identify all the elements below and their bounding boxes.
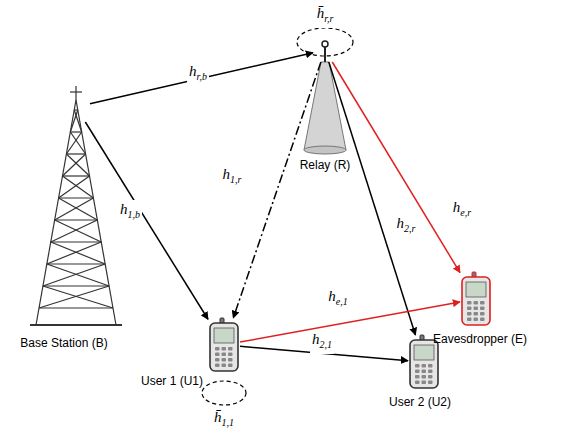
device-label: User 1 (U1) bbox=[141, 374, 203, 388]
base-station: Base Station (B) bbox=[62, 92, 90, 122]
device-label: Eavesdropper (E) bbox=[433, 332, 527, 346]
relay-pole-base bbox=[304, 146, 346, 154]
channel-label: he,r bbox=[451, 198, 473, 222]
relay-node: Relay (R) bbox=[313, 38, 337, 62]
channel-label: h1,r bbox=[221, 165, 244, 189]
eavesdropper-phone: Eavesdropper (E) bbox=[460, 272, 492, 326]
channel-link bbox=[85, 122, 208, 319]
relay-self-loop bbox=[297, 28, 353, 56]
channel-link bbox=[240, 302, 460, 342]
base-station-tower bbox=[30, 86, 122, 325]
channel-label: h1,b bbox=[118, 200, 142, 224]
device-label: User 2 (U2) bbox=[389, 395, 451, 409]
phone-icon bbox=[208, 318, 240, 372]
channel-link bbox=[90, 53, 313, 104]
channel-label: h2,1 bbox=[310, 330, 334, 354]
channel-label: he,1 bbox=[326, 287, 349, 311]
channel-link bbox=[233, 62, 321, 318]
self-interference-label: h̄1,1 bbox=[212, 408, 236, 431]
phone-icon bbox=[460, 272, 492, 326]
user-phone: User 1 (U1) bbox=[208, 318, 240, 372]
user1-self-loop bbox=[202, 381, 246, 405]
channel-label: h2,r bbox=[395, 214, 418, 238]
device-label: Base Station (B) bbox=[20, 336, 107, 350]
device-label: Relay (R) bbox=[300, 158, 351, 172]
self-interference-label: h̄r,r bbox=[315, 4, 336, 28]
channel-label: hr,b bbox=[187, 62, 209, 86]
relay-antenna-tip bbox=[322, 41, 328, 47]
channel-link bbox=[332, 62, 460, 273]
